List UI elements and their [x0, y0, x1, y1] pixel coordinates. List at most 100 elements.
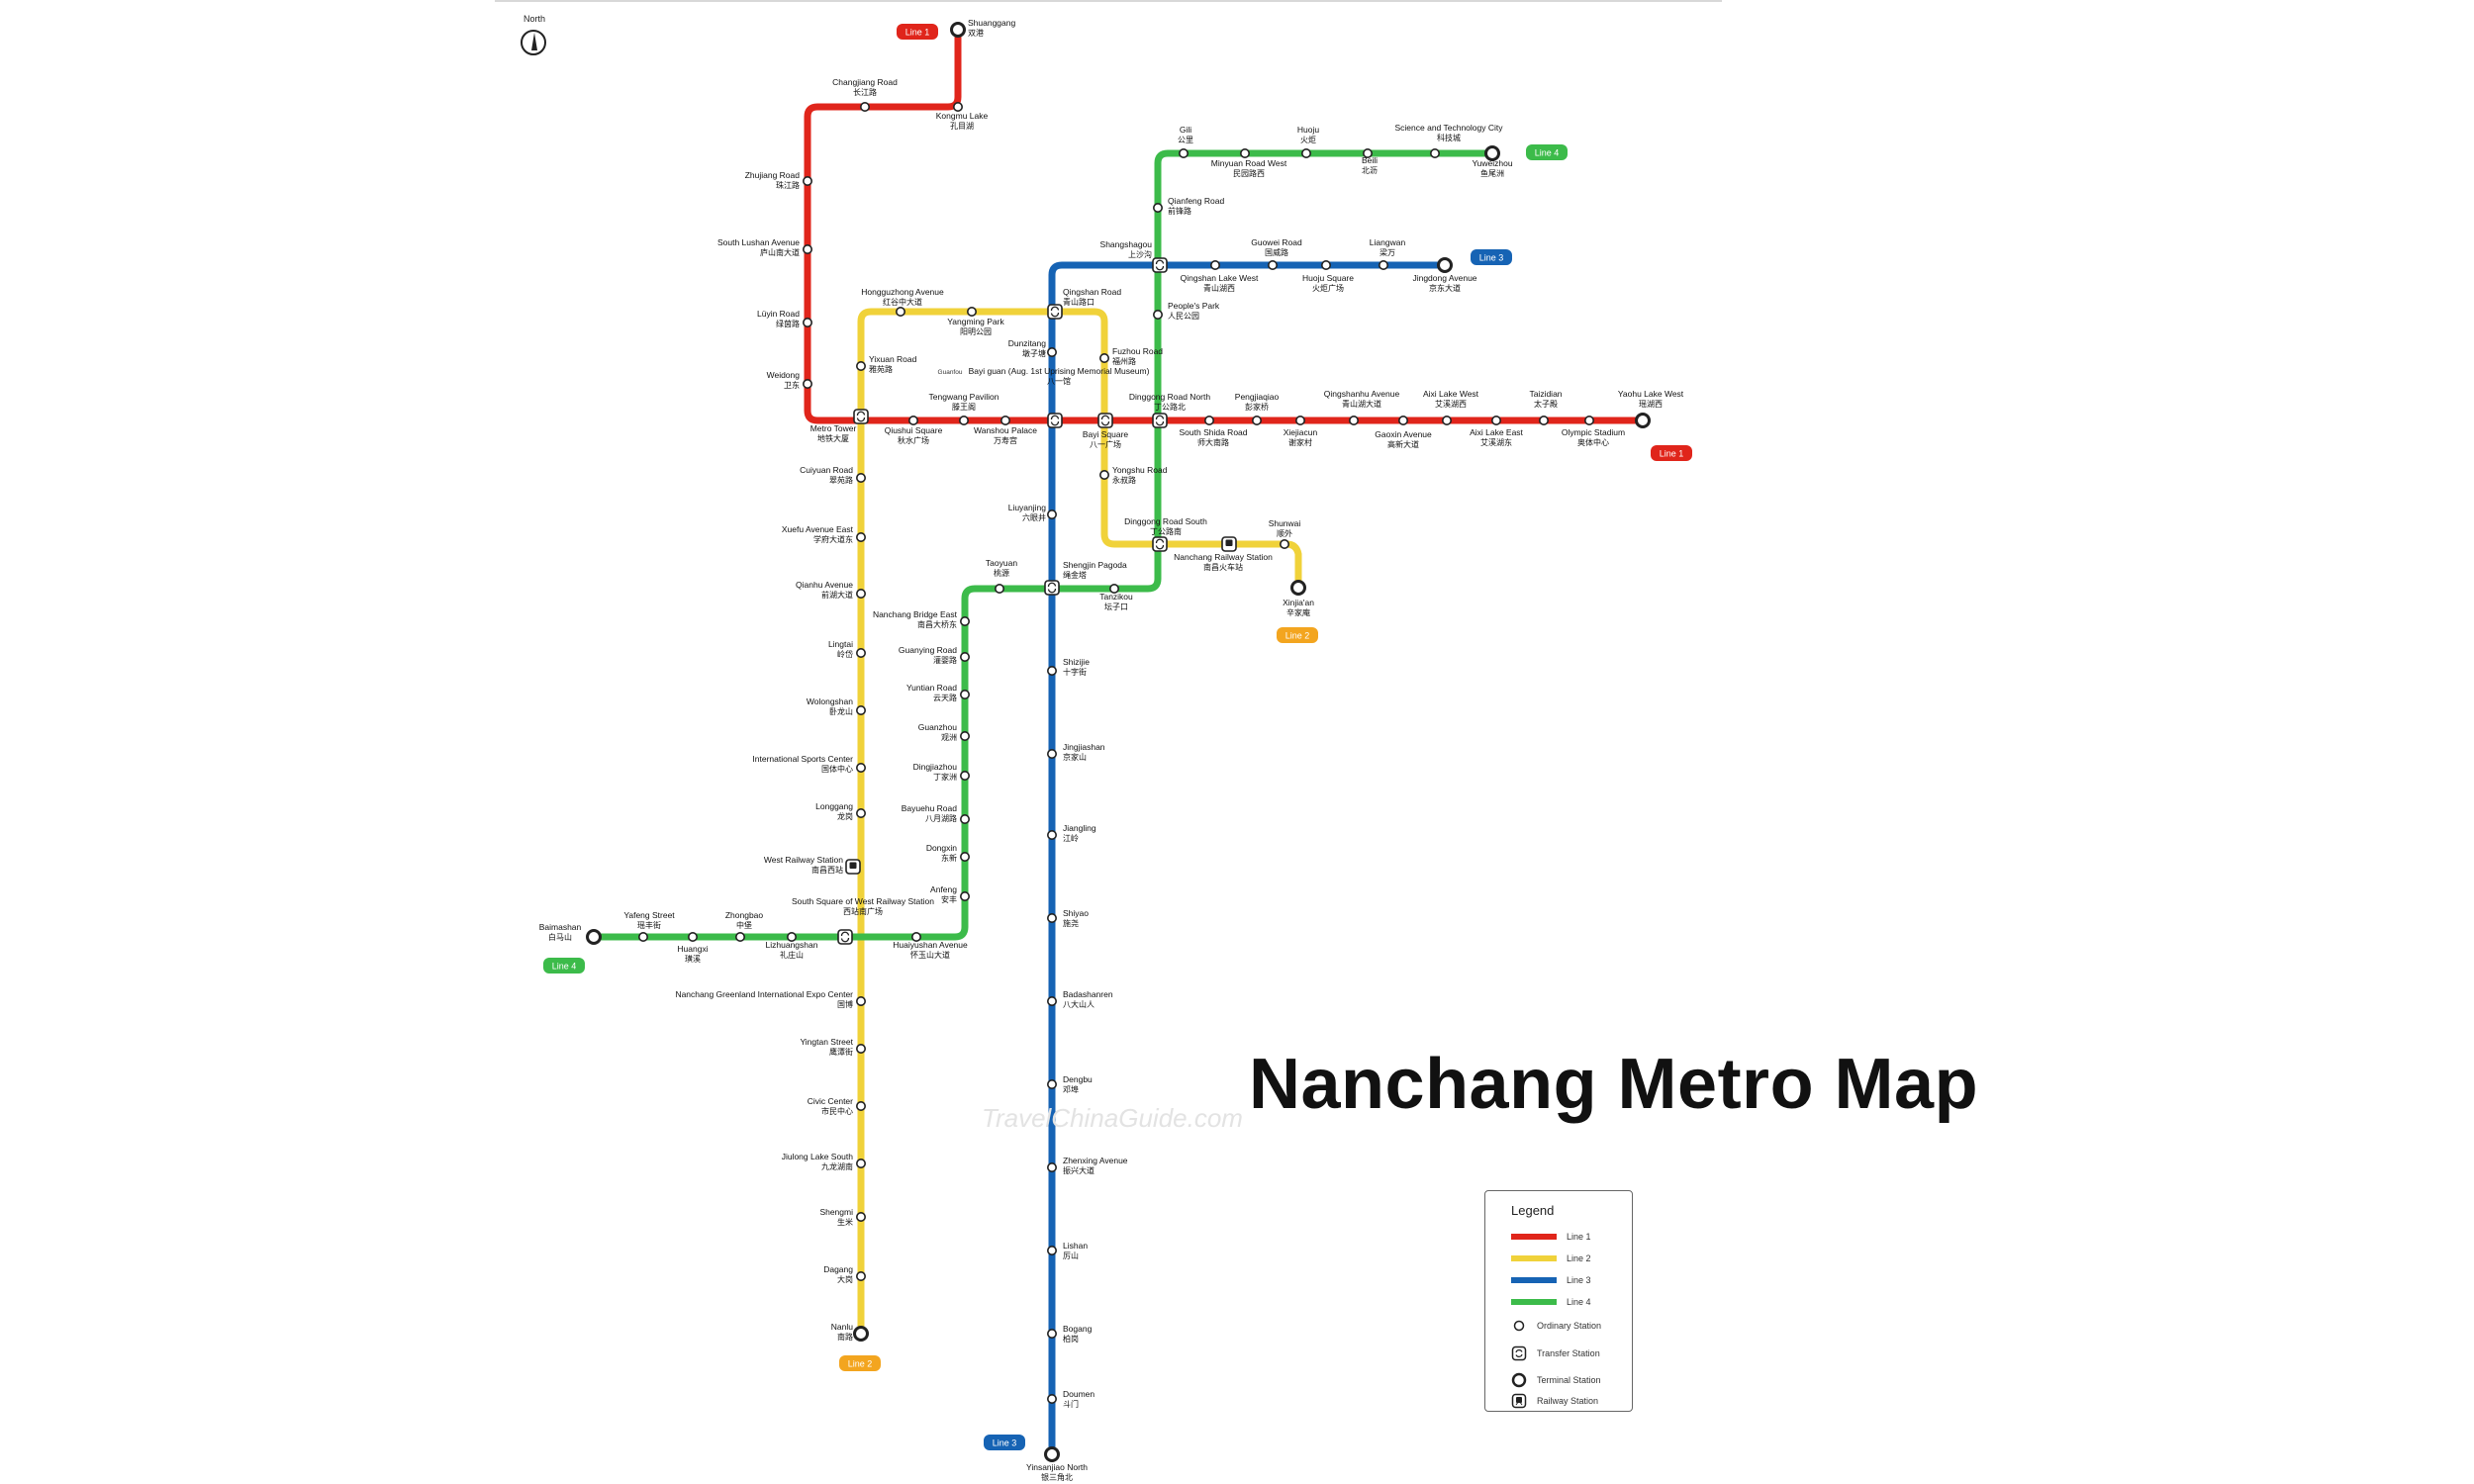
station-shunwai[interactable] — [1280, 538, 1290, 549]
station-liangwan[interactable] — [1379, 259, 1389, 270]
station-cuiyuan-road[interactable] — [855, 472, 866, 483]
station-south-lushan-avenue[interactable] — [802, 244, 812, 255]
station-aixi-lake-west[interactable] — [1442, 415, 1453, 425]
station-liuyanjing[interactable] — [1047, 509, 1058, 519]
station-jiulong-lake-south[interactable] — [855, 1159, 866, 1169]
station-shengmi[interactable] — [855, 1212, 866, 1223]
station-huoju-square[interactable] — [1321, 259, 1332, 270]
station-yingshui-road[interactable] — [1099, 469, 1110, 480]
station-science-technology-city[interactable] — [1430, 148, 1441, 159]
line-badge-l3-east[interactable]: Line 3 — [1471, 249, 1512, 265]
station-shizijie[interactable] — [1047, 665, 1058, 676]
station-zhujiang-road[interactable] — [802, 176, 812, 187]
station-yuwezhou[interactable] — [1484, 145, 1500, 161]
station-lizhuangshan[interactable] — [786, 931, 797, 942]
station-bayuehu-road[interactable] — [959, 813, 970, 824]
station-taoyuan[interactable] — [994, 583, 1004, 594]
station-qianhu-avenue[interactable] — [855, 588, 866, 599]
station-gaoxin-avenue[interactable] — [1398, 415, 1409, 425]
station-qiushui-square[interactable] — [907, 415, 918, 425]
station-dunzitang[interactable] — [1047, 346, 1058, 357]
line-badge-l1-north[interactable]: Line 1 — [897, 24, 938, 40]
station-lvyin-road[interactable] — [802, 317, 812, 327]
station-huaiyushan-avenue[interactable] — [910, 931, 921, 942]
station-beili[interactable] — [1363, 148, 1374, 159]
station-zhenxing-avenue[interactable] — [1047, 1162, 1058, 1173]
station-dongxin[interactable] — [959, 851, 970, 862]
station-south-square-west-railway[interactable] — [837, 929, 853, 945]
station-fuzhou-road[interactable] — [1099, 352, 1110, 363]
station-civic-center[interactable] — [855, 1101, 866, 1112]
station-honggutan-avenue[interactable] — [895, 306, 905, 317]
station-huangxi[interactable] — [687, 931, 698, 942]
station-dengbu[interactable] — [1047, 1079, 1058, 1090]
station-nanchang-greenland-expo[interactable] — [855, 995, 866, 1006]
station-olympic-stadium[interactable] — [1584, 415, 1595, 425]
station-bogang[interactable] — [1047, 1329, 1058, 1340]
station-taizidian[interactable] — [1539, 415, 1550, 425]
station-shiyao[interactable] — [1047, 912, 1058, 923]
station-weidong[interactable] — [802, 378, 812, 389]
station-yaohu-lake-west[interactable] — [1635, 413, 1651, 428]
station-huoju[interactable] — [1301, 148, 1312, 159]
station-zhongbao[interactable] — [734, 931, 745, 942]
line-badge-l4-east[interactable]: Line 4 — [1526, 144, 1568, 160]
station-yangming-park[interactable] — [966, 306, 977, 317]
station-shuanggang[interactable] — [950, 22, 966, 38]
station-lishan[interactable] — [1047, 1246, 1058, 1256]
station-xiejiacun[interactable] — [1295, 415, 1306, 425]
line-badge-l3-south[interactable]: Line 3 — [984, 1435, 1025, 1450]
station-peoples-park[interactable] — [1153, 309, 1164, 320]
station-west-railway-station[interactable] — [845, 859, 861, 875]
station-dagang[interactable] — [855, 1271, 866, 1282]
station-nanchang-bridge-east[interactable] — [959, 615, 970, 626]
station-metro-tower[interactable] — [853, 409, 869, 424]
station-guanying-road[interactable] — [959, 651, 970, 662]
station-yinsanjiao-north[interactable] — [1044, 1446, 1060, 1462]
station-bayi-guan[interactable] — [1047, 413, 1063, 428]
line-badge-l2-east[interactable]: Line 2 — [1277, 627, 1318, 643]
station-doumen[interactable] — [1047, 1394, 1058, 1405]
station-guowei-road[interactable] — [1268, 259, 1279, 270]
station-dinggong-road-south[interactable] — [1152, 536, 1168, 552]
station-yixuan-road[interactable] — [855, 360, 866, 371]
line-badge-l4-west[interactable]: Line 4 — [543, 958, 585, 974]
station-south-shida-road[interactable] — [1204, 415, 1215, 425]
station-guanzhou[interactable] — [959, 730, 970, 741]
station-minyuan-road-west[interactable] — [1240, 148, 1251, 159]
station-xinjiaan[interactable] — [1290, 580, 1306, 596]
station-tanzikou[interactable] — [1109, 583, 1120, 594]
station-longgang[interactable] — [855, 807, 866, 818]
station-baimashan[interactable] — [586, 929, 602, 945]
station-qingshan-lake-west[interactable] — [1210, 259, 1221, 270]
station-badashanren[interactable] — [1047, 995, 1058, 1006]
station-xuefu-avenue-east[interactable] — [855, 531, 866, 542]
station-qianfeng-road[interactable] — [1153, 203, 1164, 214]
station-wanshou-palace[interactable] — [999, 415, 1010, 425]
station-pengjiaqiao[interactable] — [1252, 415, 1263, 425]
station-gili[interactable] — [1179, 148, 1189, 159]
station-shangshaogou[interactable] — [1152, 257, 1168, 273]
station-shengjin-pagoda[interactable] — [1044, 580, 1060, 596]
station-aixi-lake-east[interactable] — [1491, 415, 1502, 425]
station-bayi-square[interactable] — [1097, 413, 1113, 428]
station-qingshan-road[interactable] — [1047, 304, 1063, 320]
station-yingtan-street[interactable] — [855, 1044, 866, 1055]
station-nanlu[interactable] — [853, 1326, 869, 1342]
line-badge-l1-east[interactable]: Line 1 — [1651, 445, 1692, 461]
station-changjiang-road[interactable] — [859, 102, 870, 113]
station-dingjiazhou[interactable] — [959, 770, 970, 781]
station-dinggong-road-north[interactable] — [1152, 413, 1168, 428]
line-badge-l2-south[interactable]: Line 2 — [839, 1355, 881, 1371]
station-nanchang-railway-station[interactable] — [1221, 536, 1237, 552]
station-wolongshan[interactable] — [855, 704, 866, 715]
station-jingjiashan[interactable] — [1047, 748, 1058, 759]
station-jiangling[interactable] — [1047, 829, 1058, 840]
station-tengwang-pavilion[interactable] — [958, 415, 969, 425]
station-yuntian-road[interactable] — [959, 689, 970, 699]
station-kongmu-lake[interactable] — [952, 102, 963, 113]
station-anfeng[interactable] — [959, 890, 970, 901]
station-yafeng-street[interactable] — [637, 931, 648, 942]
station-qingshanhu-avenue[interactable] — [1349, 415, 1360, 425]
station-lingtai[interactable] — [855, 647, 866, 658]
